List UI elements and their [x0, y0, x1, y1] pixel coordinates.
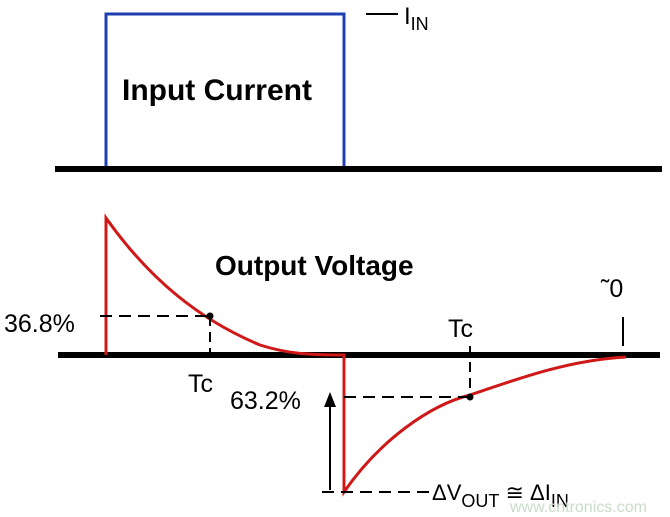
tc-right-label: Tc [448, 315, 473, 343]
zero-label: ˜0 [600, 275, 623, 303]
delta-label: ΔVOUT ≅ ΔIIN [432, 480, 569, 511]
input-current-pulse [104, 12, 346, 166]
tc-right-point [466, 393, 474, 401]
output-voltage-curve [104, 213, 627, 497]
pct-632-label: 63.2% [230, 387, 301, 415]
tc-left-label: Tc [188, 370, 213, 398]
pct-368-label: 36.8% [4, 310, 75, 338]
input-current-label: Input Current [122, 74, 312, 107]
tc-left-point [206, 312, 214, 320]
delta-arrow-head [324, 392, 336, 407]
watermark-text: www.cntronics.com [509, 499, 647, 516]
iin-label: IIN [404, 3, 429, 34]
output-voltage-label: Output Voltage [215, 250, 414, 281]
